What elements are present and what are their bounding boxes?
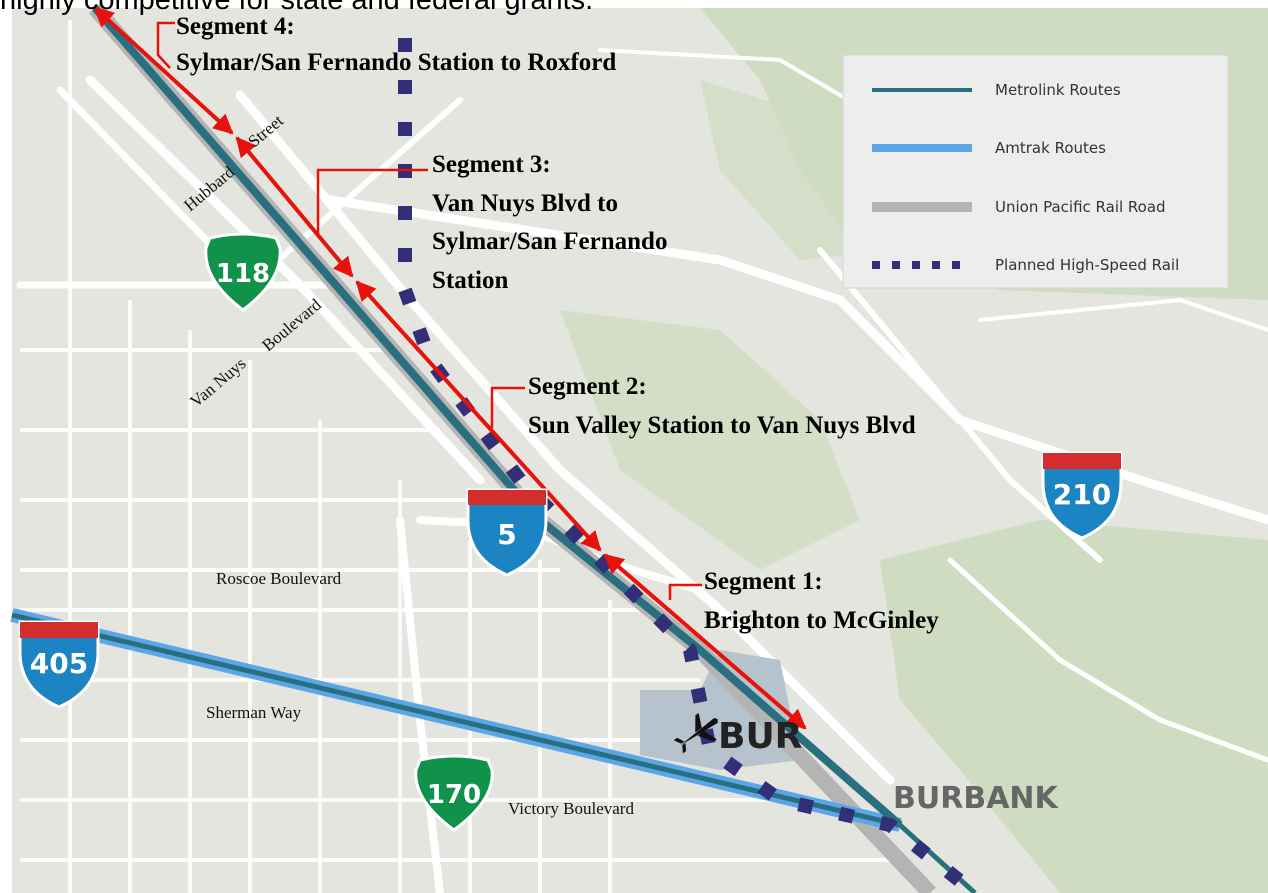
segment-2-arrow	[355, 280, 602, 552]
cropped-caption-text: highly competitive for state and federal…	[0, 0, 1268, 15]
legend-label-amtrak: Amtrak Routes	[995, 139, 1106, 157]
city-label-burbank: BURBANK	[893, 781, 1060, 816]
legend-label-hsr: Planned High-Speed Rail	[995, 256, 1179, 274]
i-5-number: 5	[497, 518, 516, 551]
segment-3-desc-line3: Station	[432, 267, 509, 294]
ca-170-number: 170	[427, 780, 481, 810]
i-210-number: 210	[1053, 478, 1111, 511]
segment-1-desc: Brighton to McGinley	[704, 607, 939, 634]
ca-118-number: 118	[216, 259, 270, 289]
segment-arrows	[93, 6, 807, 730]
segment-1-title: Segment 1:	[704, 568, 823, 595]
segment-3-desc-line1: Van Nuys Blvd to	[432, 190, 618, 217]
segment-1-arrow	[603, 553, 807, 730]
legend-label-metrolink: Metrolink Routes	[995, 81, 1121, 99]
airport-label: BUR	[718, 716, 802, 757]
segment-3-arrow	[235, 136, 354, 278]
segment-4-arrow	[93, 6, 234, 135]
segment-3-desc-line2: Sylmar/San Fernando	[432, 228, 667, 255]
segment-4-desc: Sylmar/San Fernando Station to Roxford	[176, 49, 616, 76]
i-405-shield-icon: 405	[18, 620, 100, 709]
segment-leaders	[156, 21, 702, 600]
ca-170-shield-icon: 170	[414, 754, 494, 832]
segment-2-desc: Sun Valley Station to Van Nuys Blvd	[528, 412, 916, 439]
segment-4-title: Segment 4:	[176, 13, 295, 40]
ca-118-shield-icon: 118	[204, 232, 282, 312]
segment-2-title: Segment 2:	[528, 373, 647, 400]
legend-label-union-pacific: Union Pacific Rail Road	[995, 198, 1166, 216]
i-210-shield-icon: 210	[1041, 451, 1123, 540]
airplane-icon	[673, 713, 718, 754]
i-405-number: 405	[30, 647, 88, 680]
street-label-victory: Victory Boulevard	[508, 799, 634, 818]
street-label-roscoe: Roscoe Boulevard	[216, 569, 342, 588]
i-5-shield-icon: 5	[466, 488, 548, 577]
segment-3-title: Segment 3:	[432, 151, 551, 178]
map-legend: Metrolink Routes Amtrak Routes Union Pac…	[842, 54, 1229, 289]
street-label-sherman: Sherman Way	[206, 703, 302, 722]
